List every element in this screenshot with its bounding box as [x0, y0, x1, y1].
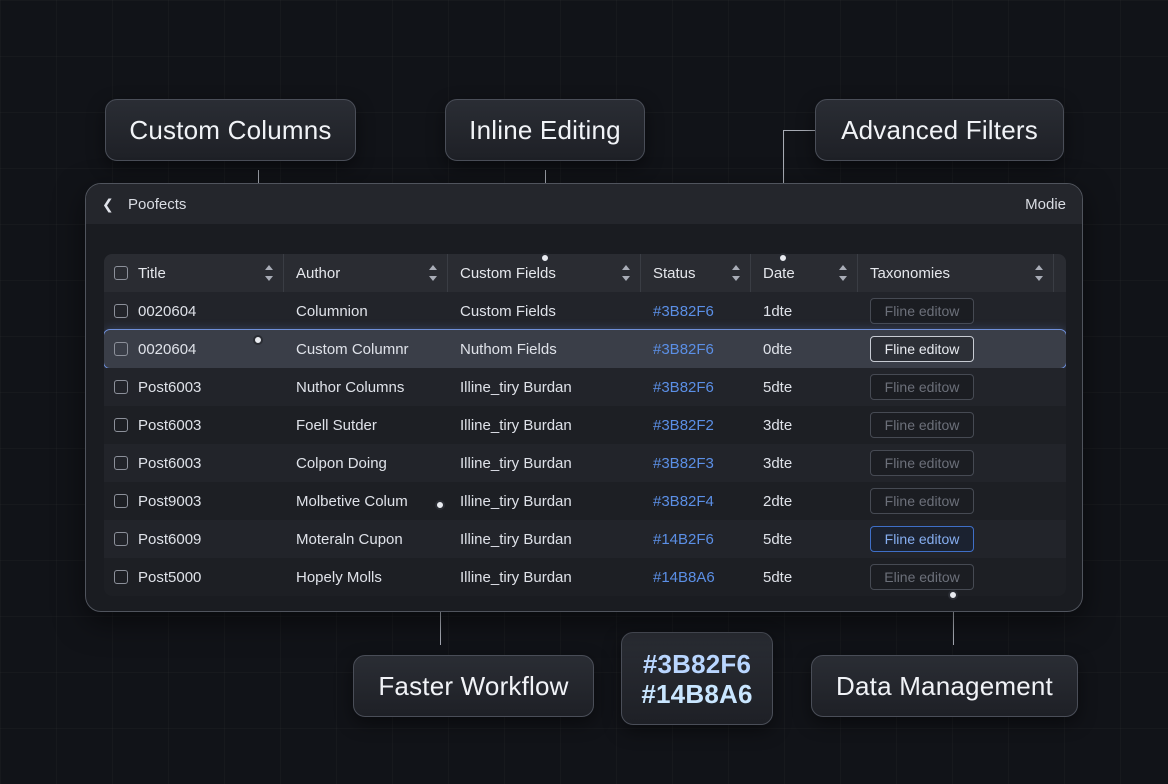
hex-secondary: #14B8A6	[641, 678, 753, 709]
select-all-checkbox[interactable]	[114, 266, 128, 280]
header-author[interactable]: Author	[284, 254, 448, 292]
hex-primary: #3B82F6	[642, 648, 752, 679]
table-row[interactable]: Post6003 Colpon Doing Illine_tiry Burdan…	[104, 444, 1066, 482]
table-row[interactable]: Post6009 Moteraln Cupon Illine_tiry Burd…	[104, 520, 1066, 558]
sort-icon[interactable]	[622, 265, 630, 281]
table-row-selected[interactable]: 0020604 Custom Columnr Nuthom Fields #3B…	[104, 329, 1066, 369]
inline-edit-button[interactable]: Fline editow	[870, 450, 974, 476]
inline-edit-button[interactable]: Fline editow	[870, 488, 974, 514]
table-header: Title Author Custom Fields Status Date T…	[104, 254, 1066, 292]
header-date[interactable]: Date	[751, 254, 858, 292]
table-row[interactable]: 0020604 Columnion Custom Fields #3B82F6 …	[104, 292, 1066, 330]
connector-dot-custom-columns	[253, 335, 263, 345]
mode-label[interactable]: Modie	[1025, 195, 1066, 213]
header-status[interactable]: Status	[641, 254, 751, 292]
row-checkbox[interactable]	[114, 570, 128, 584]
connector-advanced-filters-h	[783, 130, 815, 131]
row-checkbox[interactable]	[114, 380, 128, 394]
callout-data-management: Data Management	[811, 655, 1078, 717]
table-row[interactable]: Post9003 Molbetive Colum Illine_tiry Bur…	[104, 482, 1066, 520]
table-row[interactable]: Post5000 Hopely Molls Illine_tiry Burdan…	[104, 558, 1066, 596]
sort-icon[interactable]	[429, 265, 437, 281]
table-row[interactable]: Post6003 Foell Sutder Illine_tiry Burdan…	[104, 406, 1066, 444]
row-checkbox[interactable]	[114, 532, 128, 546]
connector-dot-faster-workflow	[435, 500, 445, 510]
callout-custom-columns: Custom Columns	[105, 99, 356, 161]
header-custom-fields[interactable]: Custom Fields	[448, 254, 641, 292]
row-checkbox[interactable]	[114, 342, 128, 356]
row-checkbox[interactable]	[114, 418, 128, 432]
window-title: Poofects	[128, 195, 187, 213]
header-taxonomies[interactable]: Taxonomies	[858, 254, 1054, 292]
callout-faster-workflow: Faster Workflow	[353, 655, 594, 717]
inline-edit-button[interactable]: Eline editow	[870, 564, 974, 590]
header-title[interactable]: Title	[104, 254, 284, 292]
app-window: ❮ Poofects Modie Title Author Custom Fie…	[85, 183, 1083, 612]
inline-edit-button[interactable]: Fline editow	[870, 412, 974, 438]
connector-dot-data-management	[948, 590, 958, 600]
inline-edit-button[interactable]: Fline editow	[870, 526, 974, 552]
table-row[interactable]: Post6003 Nuthor Columns Illine_tiry Burd…	[104, 368, 1066, 406]
row-checkbox[interactable]	[114, 456, 128, 470]
connector-dot-inline-editing	[540, 253, 550, 263]
chevron-left-icon[interactable]: ❮	[102, 195, 114, 212]
inline-edit-button[interactable]: Fline editow	[870, 374, 974, 400]
callout-hex-colors: #3B82F6 #14B8A6	[621, 632, 773, 725]
data-table: Title Author Custom Fields Status Date T…	[104, 254, 1066, 596]
sort-icon[interactable]	[732, 265, 740, 281]
sort-icon[interactable]	[265, 265, 273, 281]
inline-edit-button[interactable]: Fline editow	[870, 336, 974, 362]
row-checkbox[interactable]	[114, 304, 128, 318]
connector-dot-advanced-filters	[778, 253, 788, 263]
callout-inline-editing: Inline Editing	[445, 99, 645, 161]
row-checkbox[interactable]	[114, 494, 128, 508]
sort-icon[interactable]	[839, 265, 847, 281]
window-titlebar: ❮ Poofects Modie	[86, 184, 1082, 224]
inline-edit-button[interactable]: Fline editow	[870, 298, 974, 324]
connector-data-management	[953, 595, 954, 645]
sort-icon[interactable]	[1035, 265, 1043, 281]
callout-advanced-filters: Advanced Filters	[815, 99, 1064, 161]
